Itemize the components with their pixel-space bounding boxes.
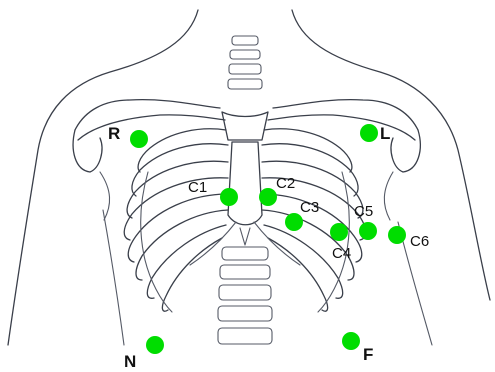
electrode-c1-label: C1: [188, 179, 207, 196]
electrode-f-label: F: [363, 345, 373, 364]
electrode-c2-label: C2: [276, 175, 295, 192]
electrode-l-dot: [360, 124, 378, 142]
electrode-c5-dot: [359, 222, 377, 240]
electrode-c4-label: C4: [332, 245, 351, 262]
electrode-c3-label: C3: [300, 199, 319, 216]
torso-outline: [8, 10, 490, 345]
electrode-c5-label: C5: [354, 203, 373, 220]
electrode-f-dot: [342, 332, 360, 350]
electrode-c4-dot: [330, 223, 348, 241]
electrode-n-dot: [146, 336, 164, 354]
electrode-c6-dot: [388, 226, 406, 244]
electrode-n-label: N: [124, 352, 136, 371]
electrode-r-label: R: [108, 124, 120, 143]
ribs-right: [262, 129, 366, 312]
ribs-left: [124, 129, 228, 312]
electrode-c2-dot: [259, 188, 277, 206]
electrode-r-dot: [130, 130, 148, 148]
electrode-l-label: L: [380, 124, 390, 143]
electrode-c6-label: C6: [410, 233, 429, 250]
shoulder-bones: [73, 100, 420, 220]
electrode-c1-dot: [220, 188, 238, 206]
sternum: [222, 112, 268, 245]
